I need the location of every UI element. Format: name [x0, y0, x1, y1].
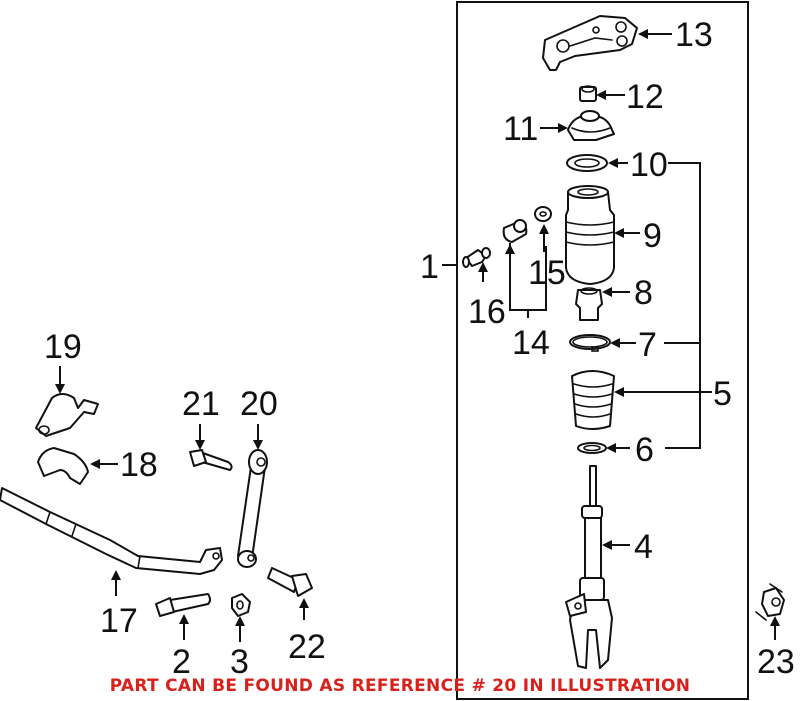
- part-10-seal-ring[interactable]: [566, 154, 608, 172]
- callout-6: 6: [635, 431, 654, 469]
- callout-22: 22: [288, 628, 326, 666]
- callout-18: 18: [120, 446, 158, 484]
- part-12-nut[interactable]: [579, 85, 597, 102]
- part-9-air-spring[interactable]: [565, 185, 615, 285]
- part-7-clamp[interactable]: [569, 334, 611, 352]
- reference-caption: PART CAN BE FOUND AS REFERENCE # 20 IN I…: [109, 676, 691, 696]
- callout-21: 21: [182, 385, 220, 423]
- part-23-nut[interactable]: [755, 583, 785, 621]
- callout-19: 19: [44, 328, 82, 366]
- part-6-seal-ring[interactable]: [577, 442, 607, 454]
- callout-1: 1: [420, 248, 439, 286]
- callout-20: 20: [240, 385, 278, 423]
- callout-10: 10: [630, 146, 668, 184]
- callout-5-bracket: [665, 162, 701, 449]
- callout-5: 5: [713, 375, 732, 413]
- callout-7: 7: [638, 326, 657, 364]
- part-16-valve[interactable]: [462, 247, 491, 268]
- part-22-bolt[interactable]: [267, 567, 313, 597]
- callout-8: 8: [634, 274, 653, 312]
- callout-9: 9: [643, 217, 662, 255]
- callout-3: 3: [230, 643, 249, 681]
- callout-11: 11: [503, 110, 538, 148]
- part-3-nut[interactable]: [231, 593, 251, 617]
- part-19-bracket[interactable]: [35, 393, 99, 437]
- part-4-strut[interactable]: [565, 465, 613, 669]
- part-18-bushing[interactable]: [37, 447, 89, 485]
- callout-17: 17: [100, 602, 138, 640]
- callout-16: 16: [468, 293, 506, 331]
- part-15-washer[interactable]: [534, 206, 552, 222]
- callout-4: 4: [634, 528, 653, 566]
- part-5-dust-boot[interactable]: [571, 370, 615, 430]
- part-2-bolt[interactable]: [155, 593, 211, 617]
- part-14-filter[interactable]: [502, 219, 528, 243]
- callout-15: 15: [528, 254, 566, 292]
- part-21-bolt[interactable]: [189, 449, 233, 471]
- part-17-stabilizer-bar[interactable]: [0, 487, 223, 575]
- part-11-upper-mount[interactable]: [567, 110, 615, 141]
- part-20-stabilizer-link[interactable]: [237, 449, 268, 568]
- callout-14: 14: [512, 324, 550, 362]
- part-13-mount-bracket[interactable]: [542, 15, 638, 71]
- callout-2: 2: [172, 643, 191, 681]
- callout-12: 12: [626, 78, 664, 116]
- part-8-piston[interactable]: [575, 287, 603, 321]
- strut-group-box: [456, 1, 749, 700]
- callout-23: 23: [757, 643, 795, 681]
- callout-13: 13: [675, 16, 713, 54]
